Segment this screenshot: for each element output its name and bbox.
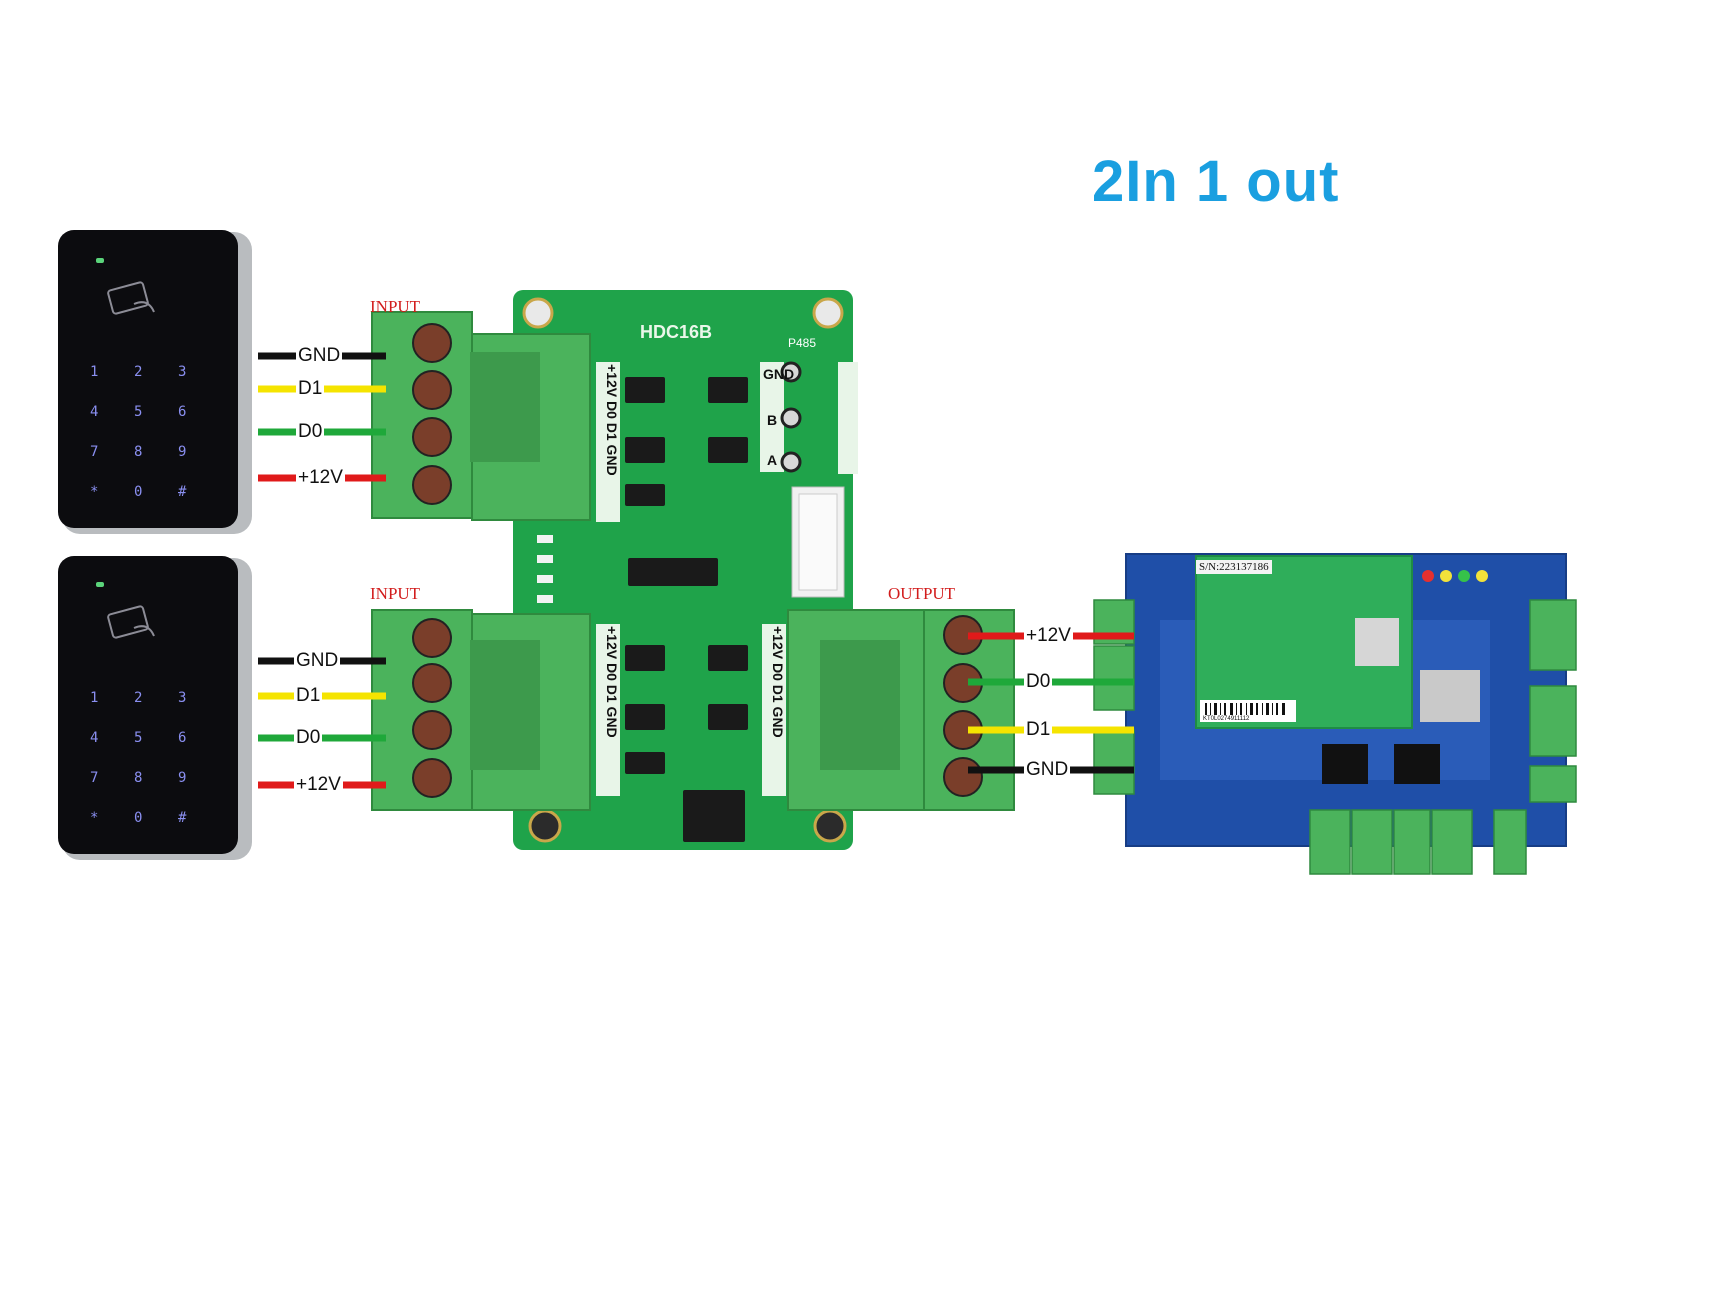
keypad-key: 8 xyxy=(134,770,143,786)
access-controller-board xyxy=(1093,553,1577,875)
output-wire-label: +12V xyxy=(1024,625,1073,646)
input-1-wire-label: D0 xyxy=(296,421,325,442)
status-leds xyxy=(1422,570,1488,582)
input-1-wire-label: +12V xyxy=(296,467,345,488)
controller-terminals xyxy=(1093,599,1577,875)
keypad-key: 9 xyxy=(178,770,187,786)
keypad-key: 6 xyxy=(178,404,187,420)
rs485-pin-gnd: GND xyxy=(763,366,795,382)
keypad-key: # xyxy=(178,484,187,500)
input-1-wire-label: D1 xyxy=(296,378,325,399)
output-wire-label: D1 xyxy=(1024,719,1053,740)
rs485-pin-b: B xyxy=(767,412,778,428)
ic-components xyxy=(625,377,748,842)
input-1-label: INPUT xyxy=(370,297,421,316)
keypad-reader-2 xyxy=(58,556,252,860)
rj45-port xyxy=(1355,618,1399,666)
rs485-pad xyxy=(780,361,802,383)
rs485-pad xyxy=(780,407,802,429)
input-2-label: INPUT xyxy=(370,584,421,603)
terminal-block-input-2 xyxy=(371,609,591,811)
keypad-key: # xyxy=(178,810,187,826)
terminal-block-input-1 xyxy=(371,311,591,521)
mount-hole xyxy=(528,809,562,843)
controller-barcode-text: KT0L0274911112 xyxy=(1203,716,1250,722)
card-icon-2 xyxy=(107,605,155,639)
keypad-key: 0 xyxy=(134,484,143,500)
hdc16b-board xyxy=(513,290,858,850)
keypad-key: 3 xyxy=(178,690,187,706)
pcb-pins-input-1: +12V D0 D1 GND xyxy=(604,364,620,476)
regulator xyxy=(1420,670,1480,722)
diagram-title: 2In 1 out xyxy=(1092,149,1340,214)
keypad-key: 8 xyxy=(134,444,143,460)
keypad-key: * xyxy=(90,484,99,500)
input-2-wire-label: GND xyxy=(294,650,341,671)
board-model: HDC16B xyxy=(640,322,713,342)
card-icon-1 xyxy=(107,281,155,315)
status-led-2 xyxy=(96,582,104,587)
input-2-wire-label: D0 xyxy=(294,727,323,748)
status-led-1 xyxy=(96,258,104,263)
keypad-key: 2 xyxy=(134,364,143,380)
keypad-key: 1 xyxy=(90,690,99,706)
keypad-key: 7 xyxy=(90,770,99,786)
output-wire-label: GND xyxy=(1024,759,1071,780)
pcb-pins-output: +12V D0 D1 GND xyxy=(770,626,786,738)
keypad-key: 4 xyxy=(90,404,99,420)
output-wire-label: D0 xyxy=(1024,671,1053,692)
mount-hole xyxy=(813,809,847,843)
keypad-key: 5 xyxy=(134,730,143,746)
input-2-wire-label: +12V xyxy=(294,774,343,795)
keypad-key: 9 xyxy=(178,444,187,460)
rs485-label: P485 xyxy=(788,336,817,350)
terminal-block-output xyxy=(787,609,1015,811)
keypad-key: 5 xyxy=(134,404,143,420)
pcb-pins-input-2: +12V D0 D1 GND xyxy=(604,626,620,738)
relay xyxy=(1322,744,1368,784)
output-label: OUTPUT xyxy=(888,584,956,603)
rs485-pad xyxy=(780,451,802,473)
keypad-key: 0 xyxy=(134,810,143,826)
mount-hole xyxy=(812,297,844,329)
keypad-key: 1 xyxy=(90,364,99,380)
network-module xyxy=(1195,555,1413,729)
keypad-key: 7 xyxy=(90,444,99,460)
keypad-key: 6 xyxy=(178,730,187,746)
input-2-wire-label: D1 xyxy=(294,685,323,706)
mount-hole xyxy=(522,297,554,329)
keypad-key: 4 xyxy=(90,730,99,746)
keypad-key: 2 xyxy=(134,690,143,706)
input-1-wire-label: GND xyxy=(296,345,343,366)
rs485-pin-a: A xyxy=(767,452,778,468)
relay xyxy=(1394,744,1440,784)
keypad-reader-1 xyxy=(58,230,252,534)
keypad-key: * xyxy=(90,810,99,826)
keypad-key: 3 xyxy=(178,364,187,380)
controller-serial: S/N:223137186 xyxy=(1196,560,1272,574)
